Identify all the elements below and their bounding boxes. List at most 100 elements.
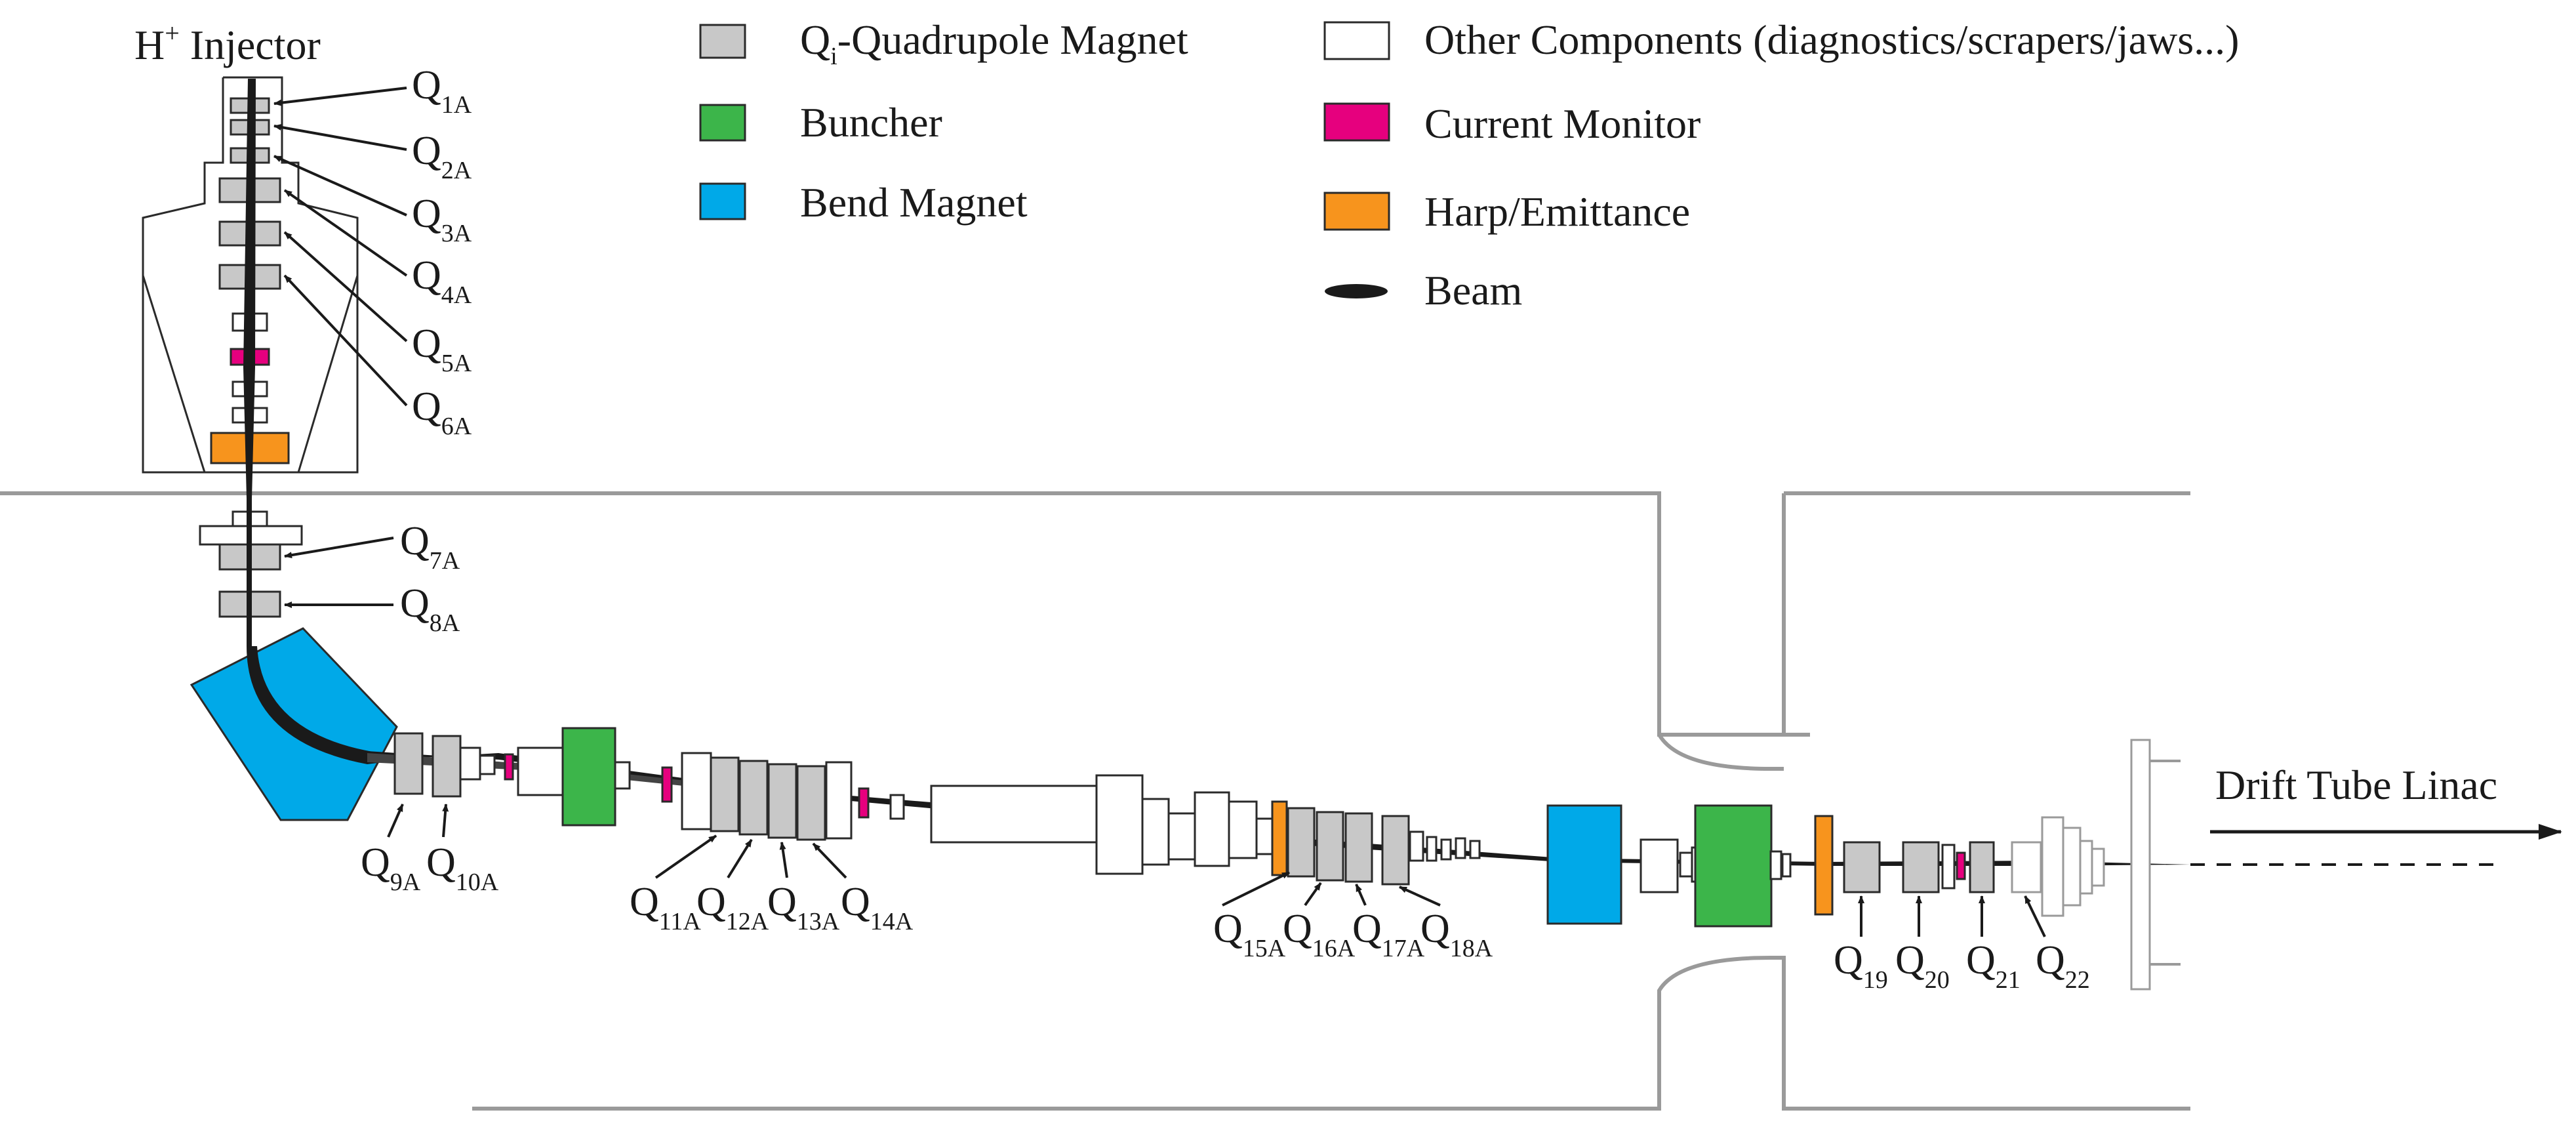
diagnostic-box [2091, 848, 2105, 887]
buncher-1 [561, 727, 616, 827]
quad-q12a-magnet [738, 760, 769, 836]
label-q16a: Q16A [1283, 907, 1356, 962]
label-q12a: Q12A [696, 880, 769, 935]
legend-label-harp: Harp/Emittance [1424, 188, 1690, 235]
legend-label-beam: Beam [1424, 267, 1522, 314]
label-q21: Q21 [1966, 938, 2021, 994]
legend-label-other: Other Components (diagnostics/scrapers/j… [1424, 16, 2239, 63]
beam-bend-arc [247, 646, 393, 764]
legend-swatch-other [1323, 21, 1390, 60]
legend-label-current-monitor: Current Monitor [1424, 100, 1701, 147]
large-component [1141, 798, 1170, 866]
legend-swatch-current-monitor [1323, 102, 1390, 142]
label-q20: Q20 [1895, 938, 1950, 994]
destination-label: Drift Tube Linac [2215, 762, 2497, 808]
drift-section [517, 747, 567, 796]
legend-label-bend: Bend Magnet [800, 179, 1028, 226]
quad-q21-magnet [1969, 841, 1995, 893]
diagnostic-box [459, 747, 481, 781]
diagnostic-box [2041, 816, 2064, 917]
section-c [930, 774, 1280, 875]
diagnostic-box [2079, 840, 2093, 895]
diagnostic-box [1426, 836, 1438, 862]
current-monitor-2 [661, 766, 673, 803]
label-q3a: Q3A [412, 192, 472, 247]
legend-swatch-quadrupole [699, 24, 746, 59]
injector-housing [142, 76, 359, 474]
quad-q18a-magnet [1381, 815, 1410, 886]
building-walls [0, 491, 2190, 1111]
quad-q9a-magnet [393, 732, 424, 795]
section-e [1546, 739, 2181, 991]
legend-item-other: Other Components (diagnostics/scrapers/j… [1323, 16, 2239, 63]
section-b [661, 752, 905, 841]
large-component [1194, 791, 1230, 867]
diagnostic-box [1769, 850, 1782, 880]
diagnostic-box [1941, 844, 1956, 890]
diagnostic-box [2062, 827, 2082, 907]
quad-q11a-magnet [710, 756, 740, 832]
quad-q17a-magnet [1344, 812, 1373, 883]
beam-injector-segment [243, 79, 256, 646]
diagnostic-box [825, 761, 853, 840]
bend-magnet-2 [1546, 804, 1622, 925]
legend-item-harp: Harp/Emittance [1323, 188, 1690, 235]
leader-arrows [273, 87, 2046, 937]
harp-1 [1271, 800, 1288, 876]
diagnostic-box [1469, 840, 1481, 859]
quad-labels: Q1A Q2A Q3A Q4A Q5A Q6A Q7A Q8A Q9A Q10A… [361, 63, 2090, 994]
long-drift-tube [930, 785, 1098, 844]
label-q15a: Q15A [1213, 907, 1286, 962]
current-monitor-4 [1956, 851, 1966, 880]
diagnostic-box [479, 754, 496, 775]
diagnostic-box [1409, 830, 1424, 862]
quad-q15a-magnet [1287, 807, 1316, 878]
diagnostic-box [1455, 837, 1466, 859]
section-a [393, 727, 631, 827]
label-q14a: Q14A [841, 880, 914, 935]
legend-swatch-buncher [699, 104, 746, 142]
quad-q22-magnet [2011, 841, 2042, 893]
quad-q16a-magnet [1316, 811, 1344, 882]
diagnostic-box [1679, 851, 1693, 878]
quad-q20-magnet [1902, 841, 1940, 893]
harp-2 [1814, 815, 1834, 916]
legend-label-quadrupole: Qi-Quadrupole Magnet [800, 16, 1188, 70]
label-q19: Q19 [1834, 938, 1888, 994]
diagnostic-box [889, 794, 905, 820]
label-q10a: Q10A [426, 840, 499, 896]
label-q4a: Q4A [412, 253, 472, 309]
label-q5a: Q5A [412, 321, 472, 377]
buncher-2 [1694, 804, 1773, 928]
legend-label-buncher: Buncher [800, 99, 942, 146]
current-monitor-1 [504, 753, 514, 781]
legend-item-quadrupole: Qi-Quadrupole Magnet [699, 16, 1188, 70]
label-q8a: Q8A [400, 581, 460, 637]
legend-item-current-monitor: Current Monitor [1323, 100, 1701, 147]
label-q17a: Q17A [1352, 907, 1425, 962]
quad-q14a-magnet [796, 765, 826, 841]
label-q22: Q22 [2036, 938, 2090, 994]
diagnostic-box [1781, 853, 1792, 878]
diagnostic-box [1440, 838, 1452, 861]
legend-item-beam: Beam [1325, 267, 1522, 314]
label-q2a: Q2A [412, 129, 472, 184]
label-q1a: Q1A [412, 63, 472, 119]
label-q6a: Q6A [412, 384, 472, 440]
injector-title: H+ Injector [134, 18, 321, 68]
quad-q13a-magnet [767, 763, 797, 839]
legend-swatch-harp [1323, 192, 1390, 231]
label-q13a: Q13A [767, 880, 840, 935]
diagnostic-box [1640, 838, 1679, 893]
label-q11a: Q11A [630, 880, 701, 935]
section-d [1271, 800, 1481, 886]
current-monitor-3 [858, 787, 870, 819]
label-q9a: Q9A [361, 840, 421, 896]
dtl-flange [2130, 739, 2151, 991]
quad-q19-magnet [1843, 841, 1881, 893]
legend: Qi-Quadrupole Magnet Buncher Bend Magnet… [699, 16, 2239, 314]
legend-item-bend: Bend Magnet [699, 179, 1028, 226]
large-component [1228, 800, 1258, 859]
diagnostic-box [614, 761, 631, 790]
